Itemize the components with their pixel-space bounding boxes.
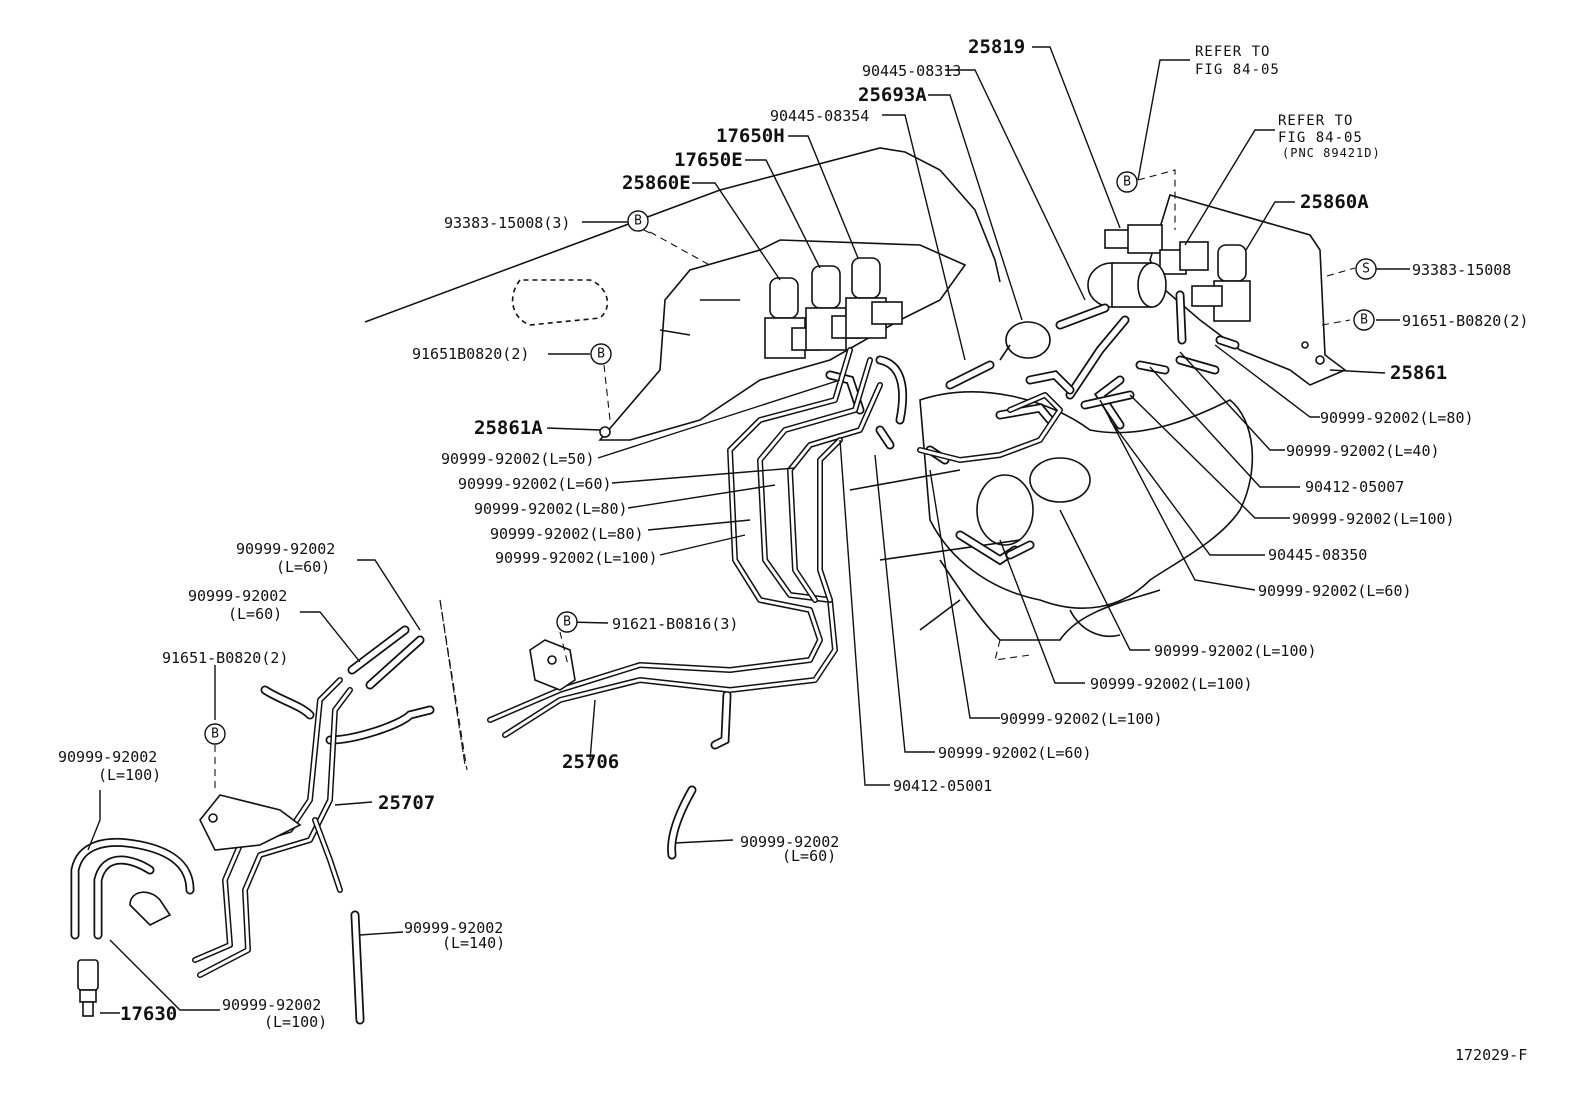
figure-code: 172029-F <box>1455 1046 1527 1064</box>
metal-pipes <box>192 347 1063 978</box>
hose-ll-6-len: (L=60) <box>782 847 836 865</box>
hose-right-8: 90999-92002(L=60) <box>938 744 1092 762</box>
hose-left-1: 90999-92002(L=50) <box>441 450 595 468</box>
label-25861A: 25861A <box>474 417 543 439</box>
marker-s-right: S <box>1355 258 1377 280</box>
vacuum-tank-25819 <box>1087 262 1167 308</box>
vsv-17650H <box>845 257 903 339</box>
marker-b-refer: B <box>1116 171 1138 193</box>
refer-2-line2: FIG 84-05 <box>1278 130 1363 146</box>
filter-25693A <box>999 321 1051 361</box>
vsv-right-upper <box>1104 224 1209 275</box>
hose-ll-3-part: 90999-92002 <box>58 748 157 766</box>
hose-ll-1-len: (L=60) <box>276 558 330 576</box>
pipe-bracket-25707 <box>129 794 302 926</box>
svg-text:B: B <box>634 214 642 229</box>
label-93383-15008-3: 93383-15008(3) <box>444 214 570 232</box>
label-91651-B0820-2-right: 91651-B0820(2) <box>1402 312 1528 330</box>
hose-ll-3-len: (L=100) <box>98 766 161 784</box>
marker-b-bracket: B <box>556 611 578 633</box>
label-25706: 25706 <box>562 751 619 773</box>
label-90445-08350: 90445-08350 <box>1268 546 1367 564</box>
hose-ll-5-len: (L=140) <box>442 934 505 952</box>
sensor-17630 <box>77 959 99 1017</box>
part-labels: 25819 90445-08313 25693A 90445-08354 176… <box>58 36 1528 1064</box>
hose-right-3: 90999-92002(L=100) <box>1292 510 1455 528</box>
engine-outline <box>364 147 1254 661</box>
marker-b-right: B <box>1353 309 1375 331</box>
svg-text:B: B <box>211 727 219 742</box>
label-17650E: 17650E <box>674 149 743 171</box>
label-25693A: 25693A <box>858 84 927 106</box>
label-25860A: 25860A <box>1300 191 1369 213</box>
refer-2-line3: (PNC 89421D) <box>1282 146 1381 160</box>
label-93383-15008: 93383-15008 <box>1412 261 1511 279</box>
marker-b-left: B <box>590 343 612 365</box>
svg-text:B: B <box>563 615 571 630</box>
hose-ll-4-len: (L=100) <box>264 1013 327 1031</box>
label-90412-05007: 90412-05007 <box>1305 478 1404 496</box>
vacuum-hoses <box>70 290 1240 1025</box>
label-90445-08354: 90445-08354 <box>770 107 869 125</box>
refer-1-line1: REFER TO <box>1195 44 1270 60</box>
hose-ll-5-part: 90999-92002 <box>404 919 503 937</box>
label-17630: 17630 <box>120 1003 177 1025</box>
hose-right-6: 90999-92002(L=100) <box>1090 675 1253 693</box>
hose-right-1: 90999-92002(L=80) <box>1320 409 1474 427</box>
label-25860E: 25860E <box>622 172 691 194</box>
hose-ll-2-part: 90999-92002 <box>188 587 287 605</box>
marker-b-lower-left: B <box>204 723 226 745</box>
label-90445-08313: 90445-08313 <box>862 62 961 80</box>
dashed-reference-lines <box>214 169 1356 790</box>
svg-text:B: B <box>597 347 605 362</box>
hose-left-4: 90999-92002(L=80) <box>490 525 644 543</box>
hose-ll-4-part: 90999-92002 <box>222 996 321 1014</box>
svg-text:B: B <box>1123 175 1131 190</box>
hose-ll-6-part: 90999-92002 <box>740 833 839 851</box>
label-91651B0820-2: 91651B0820(2) <box>412 345 529 363</box>
vsv-25860A <box>1191 244 1251 322</box>
pipe-bracket-25706 <box>529 639 576 691</box>
marker-b-top-left: B <box>627 210 649 232</box>
label-25819: 25819 <box>968 36 1025 58</box>
hose-left-2: 90999-92002(L=60) <box>458 475 612 493</box>
svg-text:B: B <box>1360 313 1368 328</box>
hose-right-4: 90999-92002(L=60) <box>1258 582 1412 600</box>
leader-lines <box>87 46 1410 1014</box>
hose-right-2: 90999-92002(L=40) <box>1286 442 1440 460</box>
hose-right-5: 90999-92002(L=100) <box>1154 642 1317 660</box>
hose-ll-2-len: (L=60) <box>228 605 282 623</box>
label-25707: 25707 <box>378 792 435 814</box>
hose-ll-1-part: 90999-92002 <box>236 540 335 558</box>
hose-right-7: 90999-92002(L=100) <box>1000 710 1163 728</box>
svg-text:S: S <box>1362 262 1370 277</box>
label-90412-05001: 90412-05001 <box>893 777 992 795</box>
label-91621-B0816-3: 91621-B0816(3) <box>612 615 738 633</box>
hose-left-3: 90999-92002(L=80) <box>474 500 628 518</box>
refer-2-line1: REFER TO <box>1278 113 1353 129</box>
hose-left-5: 90999-92002(L=100) <box>495 549 658 567</box>
refer-1-line2: FIG 84-05 <box>1195 62 1280 78</box>
label-17650H: 17650H <box>716 125 785 147</box>
label-91651-B0820-2-left: 91651-B0820(2) <box>162 649 288 667</box>
label-25861: 25861 <box>1390 362 1447 384</box>
